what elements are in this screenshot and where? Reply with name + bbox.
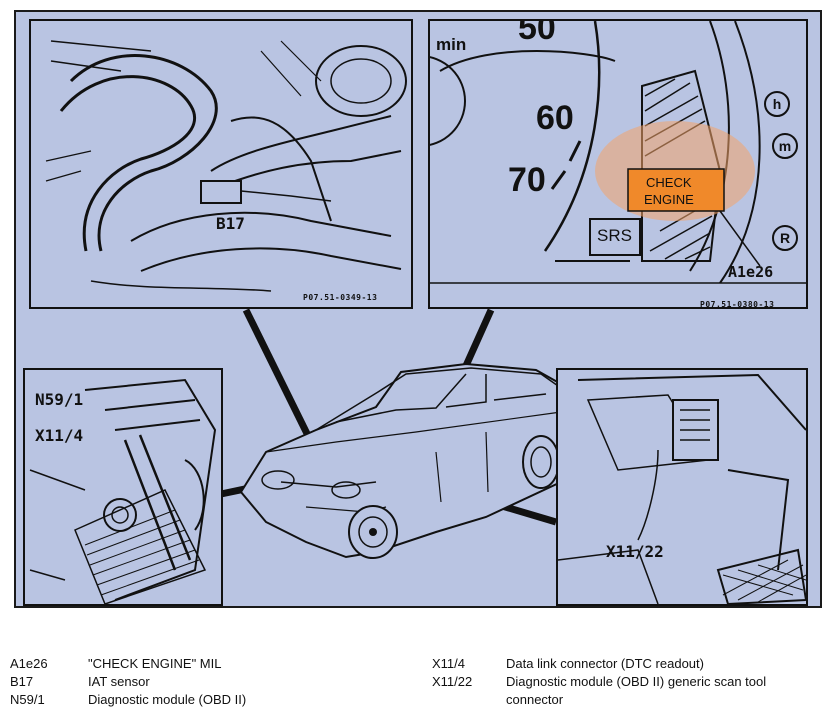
legend-desc: Data link connector (DTC readout) <box>506 656 704 671</box>
speedometer-illustration <box>430 21 806 284</box>
hour-symbol: h <box>764 91 790 117</box>
x11-22-label: X11/22 <box>606 542 664 561</box>
rpm-unit-label: min <box>436 35 467 54</box>
legend-code: X11/4 <box>432 656 466 671</box>
srs-indicator: SRS <box>597 226 632 245</box>
check-engine-line2: ENGINE <box>644 192 694 207</box>
legend-desc: Diagnostic module (OBD II) <box>88 692 247 707</box>
speed-mark-70: 70 <box>508 161 546 199</box>
b17-label: B17 <box>216 214 245 233</box>
legend-code: X11/22 <box>432 674 473 689</box>
car-illustration <box>220 308 562 559</box>
engine-bay-illustration <box>45 40 407 292</box>
reset-symbol: R <box>772 225 798 251</box>
legend-desc: IAT sensor <box>88 674 150 689</box>
legend-code: N59/1 <box>10 692 45 707</box>
module-illustration <box>29 378 217 604</box>
instrument-cluster-panel: min 50 60 70 CHECK ENGINE SRS h m R A1e2… <box>428 19 808 309</box>
obd-illustration <box>558 373 806 604</box>
legend-desc: "CHECK ENGINE" MIL <box>88 656 222 671</box>
legend-code: B17 <box>10 674 34 689</box>
engine-bay-panel: B17 P07.51-0349-13 <box>29 19 413 309</box>
legend-desc: connector <box>506 692 564 707</box>
a1e26-label: A1e26 <box>728 263 774 281</box>
engine-figure-code: P07.51-0349-13 <box>303 293 378 302</box>
legend-desc: Diagnostic module (OBD II) generic scan … <box>506 674 767 689</box>
diagram-figure: B17 P07.51-0349-13 <box>14 10 822 608</box>
obd-connector-panel: X11/22 <box>556 368 808 606</box>
x11-4-label: X11/4 <box>35 426 84 445</box>
n59-1-label: N59/1 <box>35 390 84 409</box>
legend-code: A1e26 <box>10 656 48 671</box>
check-engine-line1: CHECK <box>646 175 692 190</box>
speed-mark-50: 50 <box>518 19 556 47</box>
speed-mark-60: 60 <box>536 99 574 137</box>
legend: A1e26 "CHECK ENGINE" MIL B17 IAT sensor … <box>0 640 829 715</box>
minute-symbol: m <box>772 133 798 159</box>
diagnostic-module-panel: N59/1 X11/4 <box>23 368 223 606</box>
cluster-figure-code: P07.51-0380-13 <box>700 300 775 309</box>
